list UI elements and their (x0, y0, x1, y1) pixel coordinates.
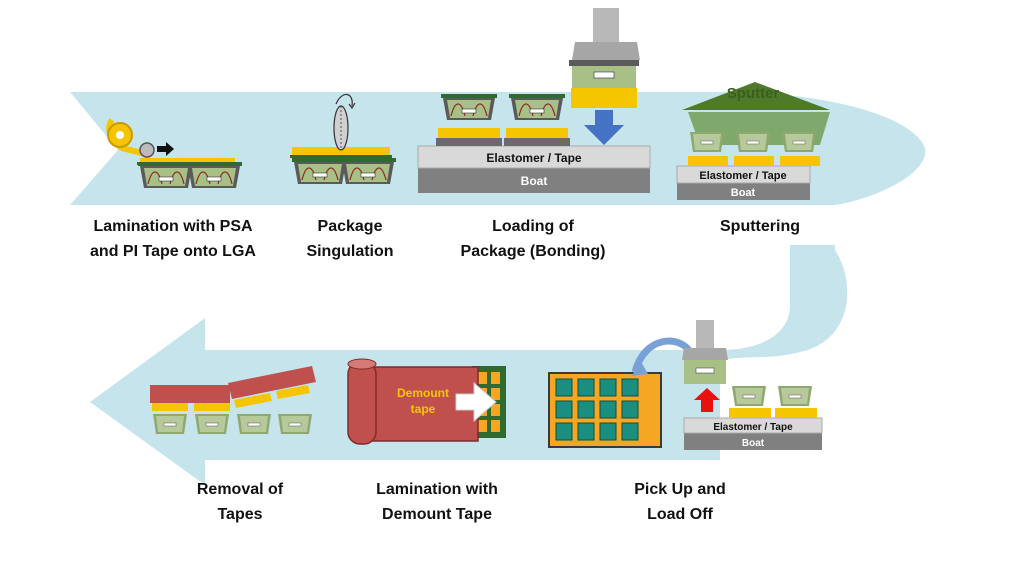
step-demount-line2: Demount Tape (382, 506, 492, 523)
step-lamination-psa-label: Lamination with PSA and PI Tape onto LGA (68, 214, 278, 264)
sputtering-elastomer-label: Elastomer / Tape (699, 170, 786, 182)
step-loading-line2: Package (Bonding) (460, 243, 606, 260)
step-singulation-line2: Singulation (306, 243, 394, 260)
pickup-graphic (548, 320, 823, 450)
singulation-graphic (290, 93, 397, 185)
step-removal-label: Removal of Tapes (180, 477, 300, 527)
step-pickup-line2: Load Off (647, 506, 713, 523)
loading-graphic (417, 8, 651, 193)
step-pickup-label: Pick Up and Load Off (610, 477, 750, 527)
step-removal-line1: Removal of (196, 481, 284, 498)
step-pickup-line1: Pick Up and (634, 481, 726, 498)
pickup-boat-label: Boat (742, 438, 765, 449)
loading-elastomer-label: Elastomer / Tape (486, 151, 581, 165)
sputtering-graphic (676, 82, 830, 200)
step-loading-label: Loading of Package (Bonding) (443, 214, 623, 264)
step-removal-line2: Tapes (217, 506, 263, 523)
step-singulation-line1: Package (317, 218, 383, 235)
step-sputtering-label: Sputtering (700, 214, 820, 239)
sputtering-boat-label: Boat (731, 187, 756, 199)
demount-tape-label-line2: tape (411, 402, 436, 416)
step-demount-label: Lamination with Demount Tape (362, 477, 512, 527)
lamination-psa-graphic (106, 118, 243, 189)
sputter-label: Sputter (727, 85, 780, 102)
step-singulation-label: Package Singulation (285, 214, 415, 264)
step-lamination-psa-line1: Lamination with PSA (93, 218, 253, 235)
step-demount-line1: Lamination with (376, 481, 498, 498)
loading-boat-label: Boat (521, 174, 548, 188)
removal-graphic (150, 366, 316, 435)
step-lamination-psa-line2: and PI Tape onto LGA (90, 243, 256, 260)
step-loading-line1: Loading of (492, 218, 574, 235)
demount-tape-label-line1: Demount (397, 386, 449, 400)
step-sputtering-line1: Sputtering (720, 218, 800, 235)
pickup-elastomer-label: Elastomer / Tape (713, 422, 793, 433)
demount-graphic (347, 358, 506, 445)
